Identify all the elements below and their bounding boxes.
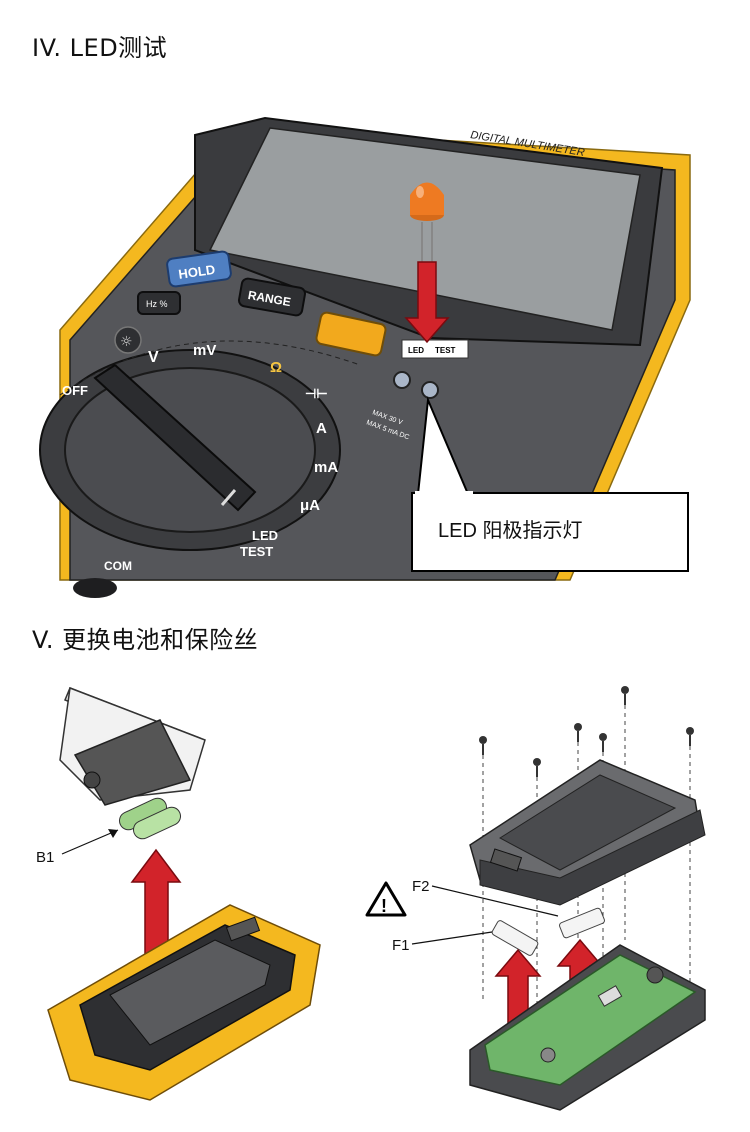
backlight-button[interactable]	[114, 326, 142, 354]
dial-label-ua: μA	[300, 497, 320, 514]
svg-text:!: !	[381, 896, 387, 916]
guide-lines	[482, 705, 691, 1020]
screw-set	[479, 686, 694, 777]
warning-icon: !	[365, 881, 407, 917]
com-jack[interactable]	[73, 578, 117, 598]
led-anode-jack[interactable]	[421, 381, 439, 399]
battery-pair	[118, 797, 182, 840]
battery-door	[59, 686, 206, 806]
hold-button-label: HOLD	[178, 262, 217, 282]
callout-box	[411, 492, 689, 572]
dial-label-a: A	[316, 420, 327, 437]
f2-leader	[431, 885, 559, 917]
callout-text: LED 阳极指示灯	[438, 519, 582, 542]
led-test-illustration: DIGITAL MULTIMETER HOLD RANGE Hz % ☼ OFF…	[39, 116, 691, 598]
dial-label-ohm: Ω	[270, 359, 282, 376]
function-button-yellow[interactable]	[315, 311, 387, 357]
battery-replacement-illustration: B1	[36, 686, 321, 1101]
insert-arrow	[404, 261, 450, 344]
label-b1: B1	[36, 849, 54, 866]
label-f1: F1	[392, 937, 410, 954]
sun-icon: ☼	[120, 334, 133, 350]
meter-top-case	[469, 759, 706, 906]
b1-leader	[61, 829, 119, 855]
fuse-f2	[559, 907, 605, 939]
section-heading-battery-fuse: V. 更换电池和保险丝	[32, 626, 259, 654]
display-screen	[208, 127, 641, 331]
com-label: COM	[104, 559, 132, 573]
led-component	[410, 182, 444, 262]
range-button[interactable]: RANGE	[238, 277, 306, 317]
rotary-dial[interactable]	[39, 349, 341, 551]
dial-label-led: LED	[252, 528, 278, 543]
dial-label-v: V	[148, 349, 159, 366]
dial-knob	[93, 363, 257, 512]
section-heading-led-test: IV. LED测试	[32, 34, 168, 62]
dial-label-off: OFF	[62, 383, 88, 398]
hz-button-label: Hz %	[146, 299, 168, 309]
fuse-arrow-2	[556, 938, 604, 1031]
fuse-arrow-1	[494, 948, 542, 1041]
led-cathode-jack[interactable]	[393, 371, 411, 389]
dial-label-test: TEST	[240, 544, 273, 559]
hold-button[interactable]: HOLD	[166, 250, 232, 288]
label-f2: F2	[412, 878, 430, 895]
dial-label-mv: mV	[193, 342, 216, 359]
dial-label-cap: ⊣⊢	[305, 386, 328, 401]
dial-label-ma: mA	[314, 459, 338, 476]
meter-bottom-case-pcb	[469, 944, 706, 1111]
hz-button[interactable]: Hz %	[137, 291, 181, 315]
led-test-panel	[401, 339, 469, 359]
jack-label-test: TEST	[435, 346, 456, 355]
f1-leader	[411, 931, 493, 945]
jack-label-led: LED	[408, 346, 424, 355]
fuse-f1	[491, 920, 539, 956]
